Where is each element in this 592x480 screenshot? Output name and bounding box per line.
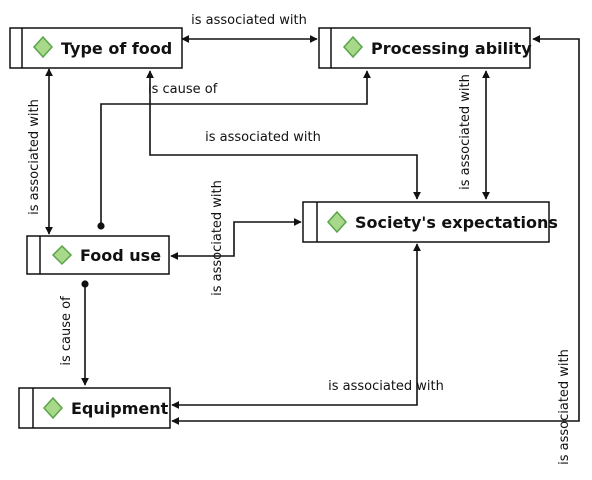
edge-label-type-processing: is associated with xyxy=(191,13,307,28)
node-label-processing-ability: Processing ability xyxy=(371,39,532,58)
diamond-icon xyxy=(326,210,348,234)
node-type-of-food[interactable]: Type of food xyxy=(9,27,183,69)
edge-label-foodsuse-processing: is cause of xyxy=(148,82,218,97)
node-label-equipment: Equipment xyxy=(71,399,169,418)
edge-processing-equipment xyxy=(171,35,580,425)
node-processing-ability[interactable]: Processing ability xyxy=(318,27,532,69)
edge-foodsuse-society xyxy=(170,218,302,260)
node-food-use[interactable]: Food use xyxy=(26,235,170,275)
diamond-icon xyxy=(51,244,73,266)
edge-label-processing-society: is associated with xyxy=(458,74,473,190)
edge-labels: is associated with is associated with is… xyxy=(27,13,572,465)
node-label-societys-expectations: Society's expectations xyxy=(355,213,558,232)
diamond-icon xyxy=(42,396,64,420)
edge-label-foodsuse-equipment: is cause of xyxy=(59,296,74,366)
node-label-food-use: Food use xyxy=(80,246,161,265)
node-equipment[interactable]: Equipment xyxy=(18,387,171,429)
edge-label-processing-equipment: is associated with xyxy=(557,349,572,465)
edge-label-type-society: is associated with xyxy=(205,130,321,145)
edge-label-society-equipment: is associated with xyxy=(328,379,444,394)
diamond-icon xyxy=(342,35,364,59)
edge-label-foodsuse-society: is associated with xyxy=(210,180,225,296)
node-label-type-of-food: Type of food xyxy=(61,39,172,58)
edges xyxy=(45,35,580,425)
diamond-icon xyxy=(32,35,54,59)
edge-label-type-foodsuse: is associated with xyxy=(27,99,42,215)
node-societys-expectations[interactable]: Society's expectations xyxy=(302,201,558,243)
